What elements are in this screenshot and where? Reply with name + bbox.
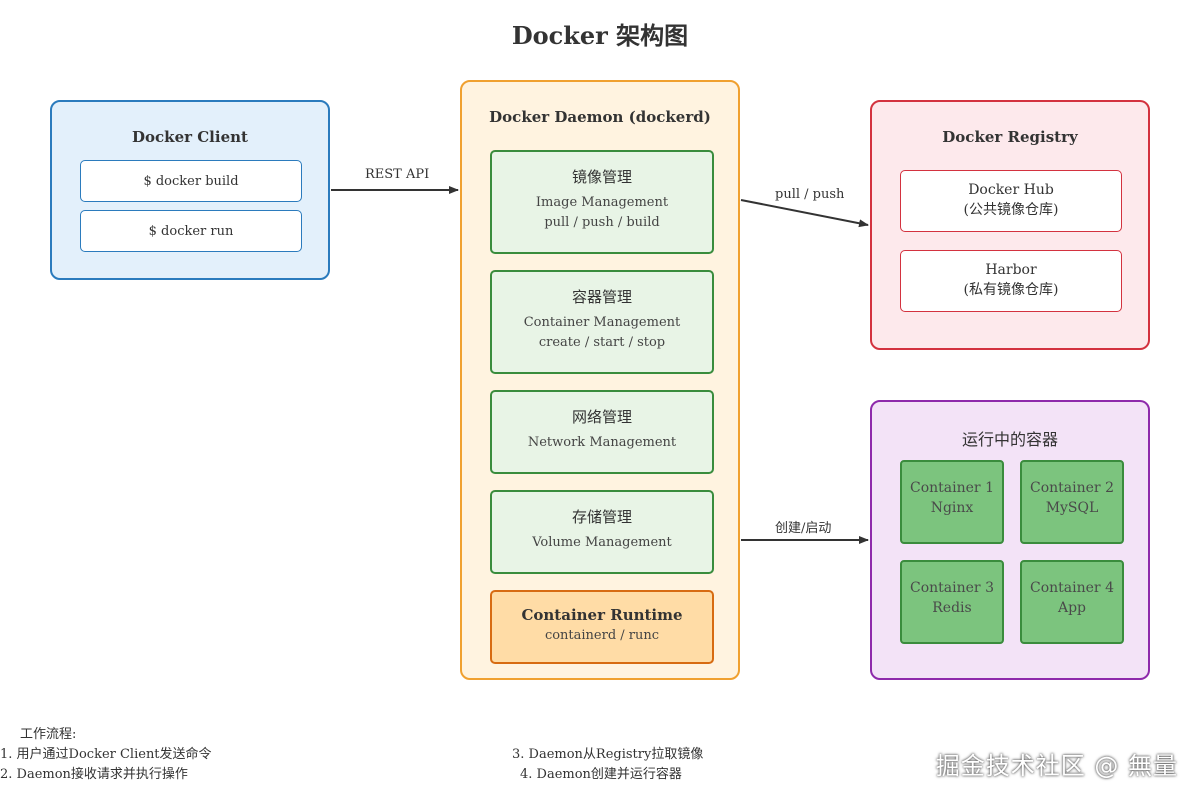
docker-run-command: $ docker run bbox=[80, 210, 302, 252]
container-name: Container 3 bbox=[910, 580, 994, 596]
container-card: Container 1 Nginx bbox=[900, 460, 1004, 544]
image-management-module: 镜像管理 Image Management pull / push / buil… bbox=[490, 150, 714, 254]
watermark: 掘金技术社区 @ 無量 bbox=[935, 752, 1178, 780]
container-runtime-module: Container Runtime containerd / runc bbox=[490, 590, 714, 664]
container-app: MySQL bbox=[1045, 500, 1099, 516]
docker-daemon-title: Docker Daemon (dockerd) bbox=[489, 108, 711, 126]
registry-name: Harbor bbox=[985, 262, 1037, 278]
workflow-step-1: 1. 用户通过Docker Client发送命令 bbox=[0, 747, 212, 762]
container-management-module: 容器管理 Container Management create / start… bbox=[490, 270, 714, 374]
module-zh-label: 网络管理 bbox=[571, 408, 632, 426]
docker-daemon-panel: Docker Daemon (dockerd) 镜像管理 Image Manag… bbox=[460, 80, 740, 680]
workflow-heading: 工作流程: bbox=[20, 727, 77, 742]
registry-desc: (私有镜像仓库) bbox=[963, 282, 1059, 298]
module-ops-label: pull / push / build bbox=[544, 215, 660, 230]
edge-label-pull-push: pull / push bbox=[775, 187, 845, 202]
module-en-label: Network Management bbox=[527, 435, 677, 450]
container-name: Container 1 bbox=[910, 480, 994, 496]
container-app: Nginx bbox=[930, 500, 974, 516]
harbor-registry: Harbor (私有镜像仓库) bbox=[900, 250, 1122, 312]
container-card: Container 3 Redis bbox=[900, 560, 1004, 644]
registry-name: Docker Hub bbox=[968, 182, 1054, 198]
container-name: Container 2 bbox=[1030, 480, 1114, 496]
container-app: Redis bbox=[932, 600, 972, 616]
workflow-step-3: 3. Daemon从Registry拉取镜像 bbox=[512, 747, 704, 762]
running-containers-panel: 运行中的容器 Container 1 Nginx Container 2 MyS… bbox=[870, 400, 1150, 680]
container-card: Container 4 App bbox=[1020, 560, 1124, 644]
arrow-daemon-to-registry bbox=[740, 199, 869, 228]
module-zh-label: 镜像管理 bbox=[571, 168, 632, 186]
network-management-module: 网络管理 Network Management bbox=[490, 390, 714, 474]
module-en-label: Image Management bbox=[535, 195, 669, 210]
container-app: App bbox=[1057, 600, 1087, 616]
container-card: Container 2 MySQL bbox=[1020, 460, 1124, 544]
module-zh-label: 存储管理 bbox=[571, 508, 632, 526]
container-name: Container 4 bbox=[1030, 580, 1114, 596]
edge-label-create-start: 创建/启动 bbox=[775, 521, 832, 536]
volume-management-module: 存储管理 Volume Management bbox=[490, 490, 714, 574]
edge-label-rest-api: REST API bbox=[365, 167, 430, 182]
module-ops-label: create / start / stop bbox=[538, 335, 666, 350]
diagram-title: Docker 架构图 bbox=[511, 21, 689, 50]
module-zh-label: 容器管理 bbox=[571, 288, 632, 306]
docker-hub-registry: Docker Hub (公共镜像仓库) bbox=[900, 170, 1122, 232]
running-containers-title: 运行中的容器 bbox=[961, 430, 1058, 449]
docker-client-panel: Docker Client $ docker build $ docker ru… bbox=[50, 100, 330, 280]
registry-desc: (公共镜像仓库) bbox=[963, 202, 1059, 218]
workflow-step-2: 2. Daemon接收请求并执行操作 bbox=[0, 767, 188, 782]
docker-client-title: Docker Client bbox=[132, 128, 248, 146]
runtime-subtitle: containerd / runc bbox=[544, 628, 660, 643]
module-en-label: Volume Management bbox=[532, 535, 672, 550]
module-en-label: Container Management bbox=[523, 315, 681, 330]
runtime-title: Container Runtime bbox=[521, 606, 683, 624]
workflow-step-4: 4. Daemon创建并运行容器 bbox=[520, 767, 682, 782]
docker-build-command: $ docker build bbox=[80, 160, 302, 202]
docker-registry-title: Docker Registry bbox=[942, 128, 1078, 146]
docker-registry-panel: Docker Registry Docker Hub (公共镜像仓库) Harb… bbox=[870, 100, 1150, 350]
